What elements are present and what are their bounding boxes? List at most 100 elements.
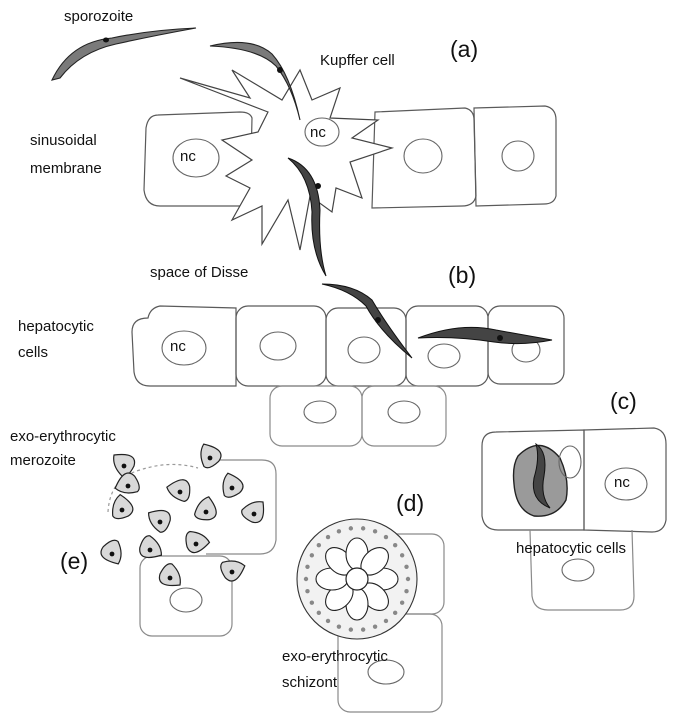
merozoite-nucleus — [208, 456, 213, 461]
label-nc-kupffer: nc — [310, 124, 326, 141]
sporozoite-crossing-nucleus — [315, 183, 321, 189]
schizont-granule — [317, 543, 321, 547]
nucleus-b3 — [348, 337, 380, 363]
schizont-granule — [337, 529, 341, 533]
hepatocyte-e2 — [140, 556, 232, 636]
schizont-granule — [373, 529, 377, 533]
label-exo-erythrocytic-schizont-2: schizont — [282, 674, 337, 691]
panel-label-d: (d) — [396, 490, 424, 516]
nucleus-b2 — [260, 332, 296, 360]
schizont-granule — [406, 577, 410, 581]
label-hepatocytic: hepatocytic — [18, 318, 94, 335]
label-space-of-disse: space of Disse — [150, 264, 248, 281]
nucleus-b7 — [388, 401, 420, 423]
schizont-granule — [305, 589, 309, 593]
schizont-granule — [384, 619, 388, 623]
merozoite — [180, 526, 210, 556]
sporozoite-disse — [322, 284, 412, 358]
sporozoite-hepatocyte-nucleus — [497, 335, 503, 341]
schizont-granule — [361, 627, 365, 631]
label-nc-a: nc — [180, 148, 196, 165]
sporozoite-free — [52, 28, 196, 80]
schizont-granule — [304, 577, 308, 581]
hepatocyte-b6 — [270, 386, 362, 446]
merozoite-nucleus — [110, 552, 115, 557]
sporozoite-disse-nucleus — [375, 317, 381, 323]
hepatocyte-b4 — [406, 306, 488, 386]
hepatocyte-a2 — [372, 108, 476, 208]
schizont-granule — [349, 526, 353, 530]
panel-label-a: (a) — [450, 36, 478, 62]
sporozoite-hepatocyte — [418, 327, 552, 343]
hepatocyte-b5 — [488, 306, 564, 384]
label-sinusoidal: sinusoidal — [30, 132, 97, 149]
schizont-granule — [400, 601, 404, 605]
label-nc-b: nc — [170, 338, 186, 355]
nucleus-b6 — [304, 401, 336, 423]
merozoite — [99, 537, 126, 565]
nucleus-a2 — [404, 139, 442, 173]
schizont-center — [346, 568, 368, 590]
nucleus-b4 — [428, 344, 460, 368]
hepatocyte-e1 — [206, 460, 276, 554]
sporozoite-free-nucleus — [103, 38, 109, 43]
hepatocytes-c — [482, 428, 666, 610]
schizont-granule — [326, 535, 330, 539]
schizont-granule — [337, 624, 341, 628]
schizont-granule — [317, 611, 321, 615]
hepatocyte-b2 — [236, 306, 326, 386]
kupffer-cell — [180, 70, 392, 250]
sporozoite-entering-nucleus — [277, 67, 283, 73]
schizont-granule — [384, 535, 388, 539]
merozoite-nucleus — [148, 548, 153, 553]
schizont-granule — [361, 526, 365, 530]
merozoite-nucleus — [122, 464, 127, 469]
merozoite — [159, 564, 180, 586]
schizont-granule — [393, 611, 397, 615]
merozoite-nucleus — [252, 512, 257, 517]
panel-label-c: (c) — [610, 388, 637, 414]
hepatocyte-b3 — [326, 308, 406, 386]
label-membrane: membrane — [30, 160, 102, 177]
label-nc-c: nc — [614, 474, 630, 491]
label-sporozoite: sporozoite — [64, 8, 133, 25]
hepatocyte-a1 — [144, 112, 252, 206]
merozoite-nucleus — [120, 508, 125, 513]
schizont-granule — [404, 565, 408, 569]
merozoite-nucleus — [168, 576, 173, 581]
hepatocyte-b7 — [362, 386, 446, 446]
merozoite — [137, 534, 161, 559]
label-exo-erythrocytic-schizont-1: exo-erythrocytic — [282, 648, 388, 665]
schizont-granule — [326, 619, 330, 623]
merozoite-nucleus — [204, 510, 209, 515]
label-exo-erythrocytic-merozoite-1: exo-erythrocytic — [10, 428, 116, 445]
schizont-granule — [393, 543, 397, 547]
schizont-granule — [310, 601, 314, 605]
merozoite-nucleus — [230, 486, 235, 491]
panel-label-e: (e) — [60, 548, 88, 574]
schizont-granule — [400, 553, 404, 557]
hepatocyte-a3 — [474, 106, 556, 206]
merozoite-nucleus — [158, 520, 163, 525]
label-kupffer-cell: Kupffer cell — [320, 52, 395, 69]
hepatocyte-row-b — [132, 306, 564, 446]
label-hepatocytic-cells-c: hepatocytic cells — [516, 540, 626, 557]
merozoite-nucleus — [178, 490, 183, 495]
panel-label-b: (b) — [448, 262, 476, 288]
schizont-granule — [373, 624, 377, 628]
merozoite — [216, 555, 245, 584]
schizont-granule — [349, 627, 353, 631]
label-cells: cells — [18, 344, 48, 361]
nucleus-e2 — [170, 588, 202, 612]
schizont-granule — [310, 553, 314, 557]
nucleus-a3 — [502, 141, 534, 171]
label-exo-erythrocytic-merozoite-2: merozoite — [10, 452, 76, 469]
merozoite-nucleus — [230, 570, 235, 575]
merozoite-nucleus — [194, 542, 199, 547]
nucleus-c3 — [562, 559, 594, 581]
schizont-granule — [404, 589, 408, 593]
merozoite-nucleus — [126, 484, 131, 489]
schizont-granule — [305, 565, 309, 569]
